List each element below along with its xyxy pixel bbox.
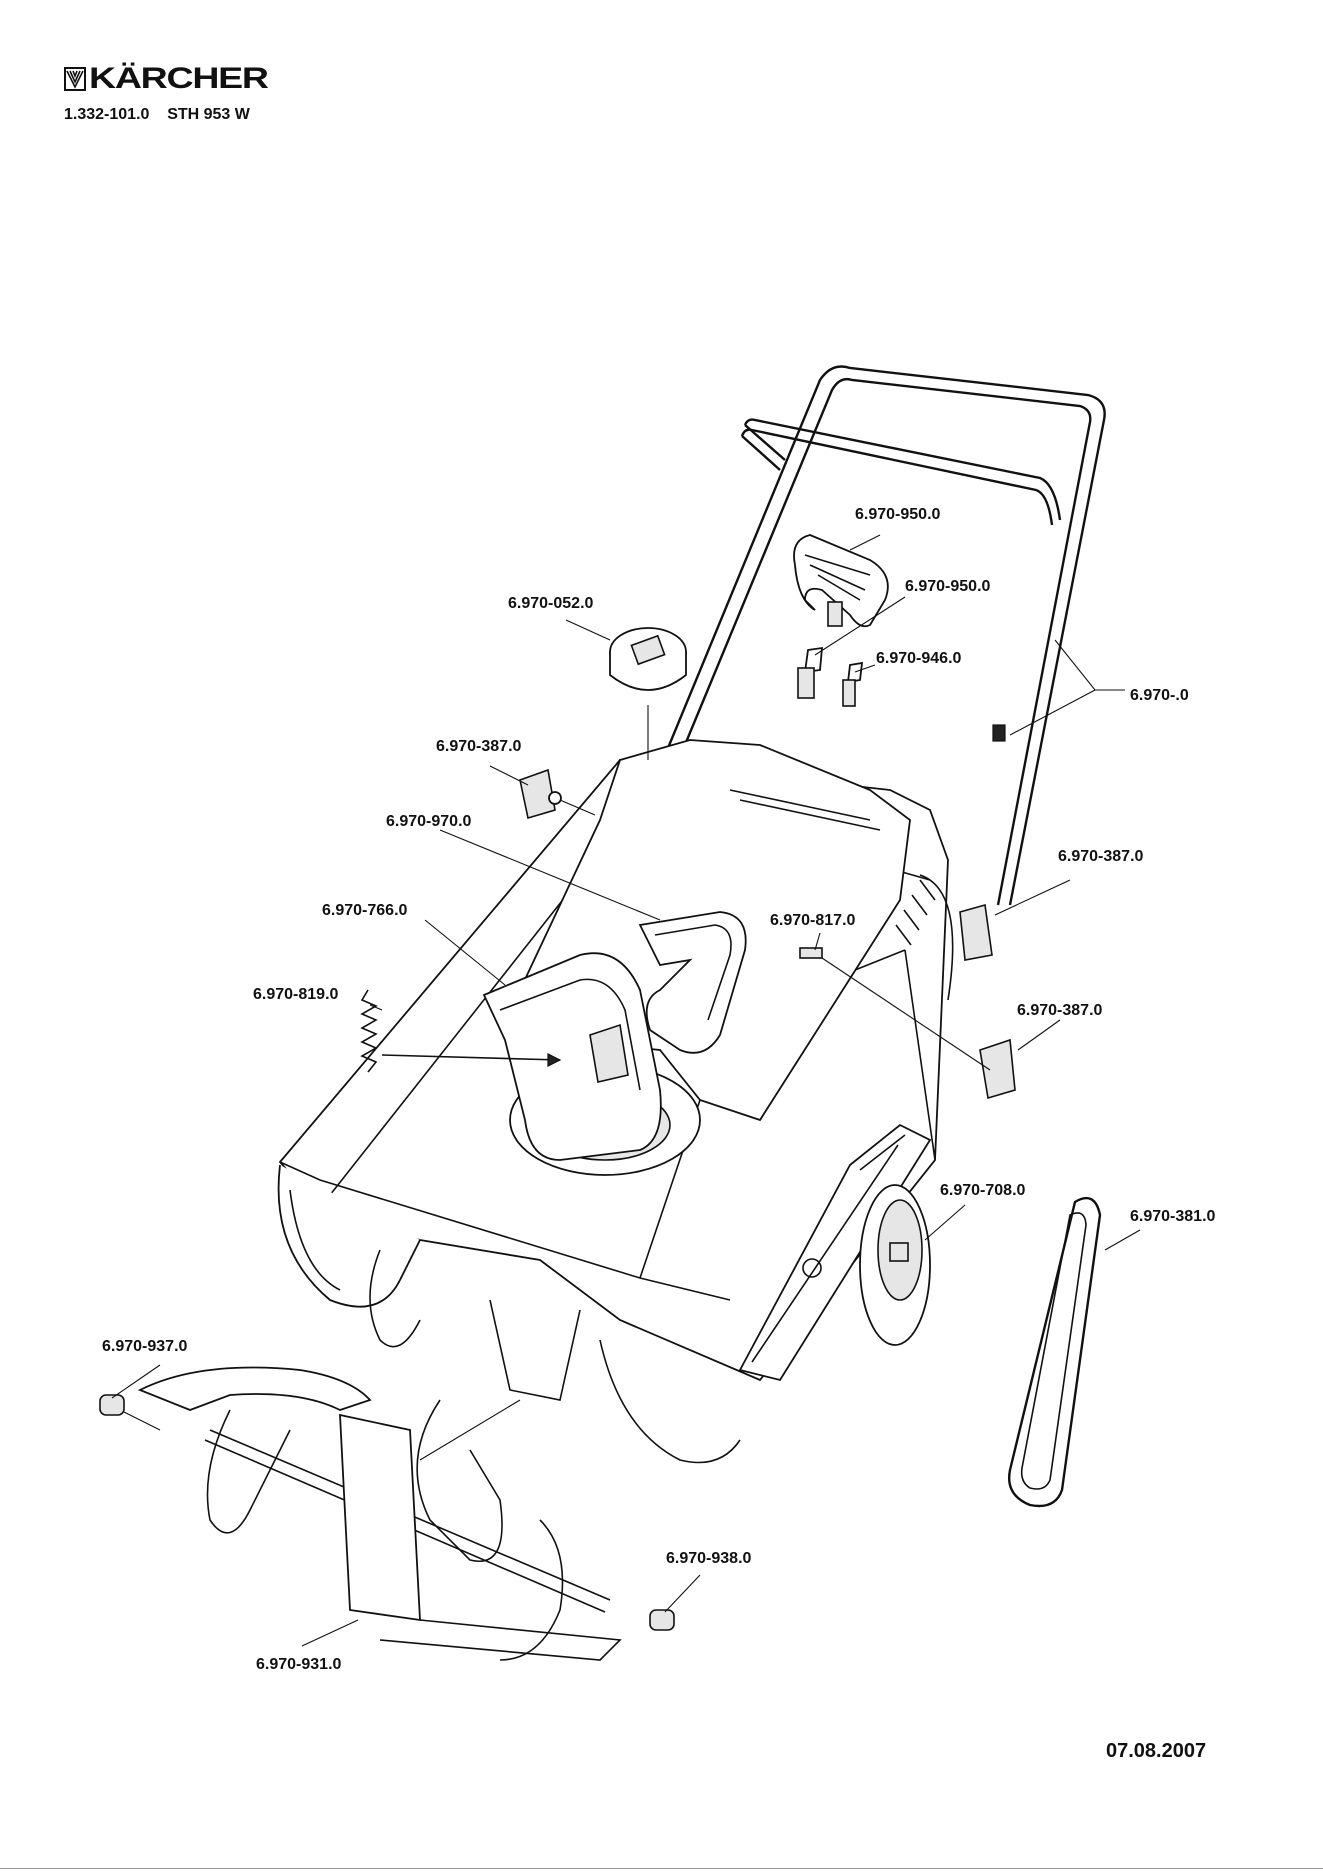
label-chute: 6.970-766.0 <box>322 902 407 920</box>
frame-clip-icon <box>993 725 1005 741</box>
handle-bolts <box>798 648 862 706</box>
knob-icon <box>960 905 992 960</box>
drive-belt <box>1009 1198 1100 1506</box>
auger-assembly <box>100 1368 674 1661</box>
label-bolt-946: 6.970-946.0 <box>876 650 961 668</box>
label-knob-right-bottom: 6.970-387.0 <box>1017 1002 1102 1020</box>
label-fuel-cap: 6.970-052.0 <box>508 595 593 613</box>
fuel-cap <box>610 628 686 690</box>
label-handle-bolt: 6.970-950.0 <box>905 578 990 596</box>
label-bearing-right: 6.970-938.0 <box>666 1550 751 1568</box>
wheel <box>860 1185 930 1345</box>
label-spring: 6.970-819.0 <box>253 986 338 1004</box>
label-knob-left: 6.970-387.0 <box>436 738 521 756</box>
label-frame-handle: 6.970-.0 <box>1130 687 1189 705</box>
bolt-icon <box>800 948 822 958</box>
label-chute-crank: 6.970-970.0 <box>386 813 471 831</box>
footer-divider <box>0 1868 1323 1869</box>
bearing-icon <box>650 1610 674 1630</box>
document-date: 07.08.2007 <box>1106 1740 1206 1763</box>
grip-handle <box>794 535 888 626</box>
label-wheel: 6.970-708.0 <box>940 1182 1025 1200</box>
label-auger: 6.970-931.0 <box>256 1656 341 1674</box>
label-handle: 6.970-950.0 <box>855 506 940 524</box>
label-knob-right-top: 6.970-387.0 <box>1058 848 1143 866</box>
label-belt: 6.970-381.0 <box>1130 1208 1215 1226</box>
knob-icon <box>980 1040 1015 1098</box>
label-bearing-left: 6.970-937.0 <box>102 1338 187 1356</box>
label-bolt-817: 6.970-817.0 <box>770 912 855 930</box>
